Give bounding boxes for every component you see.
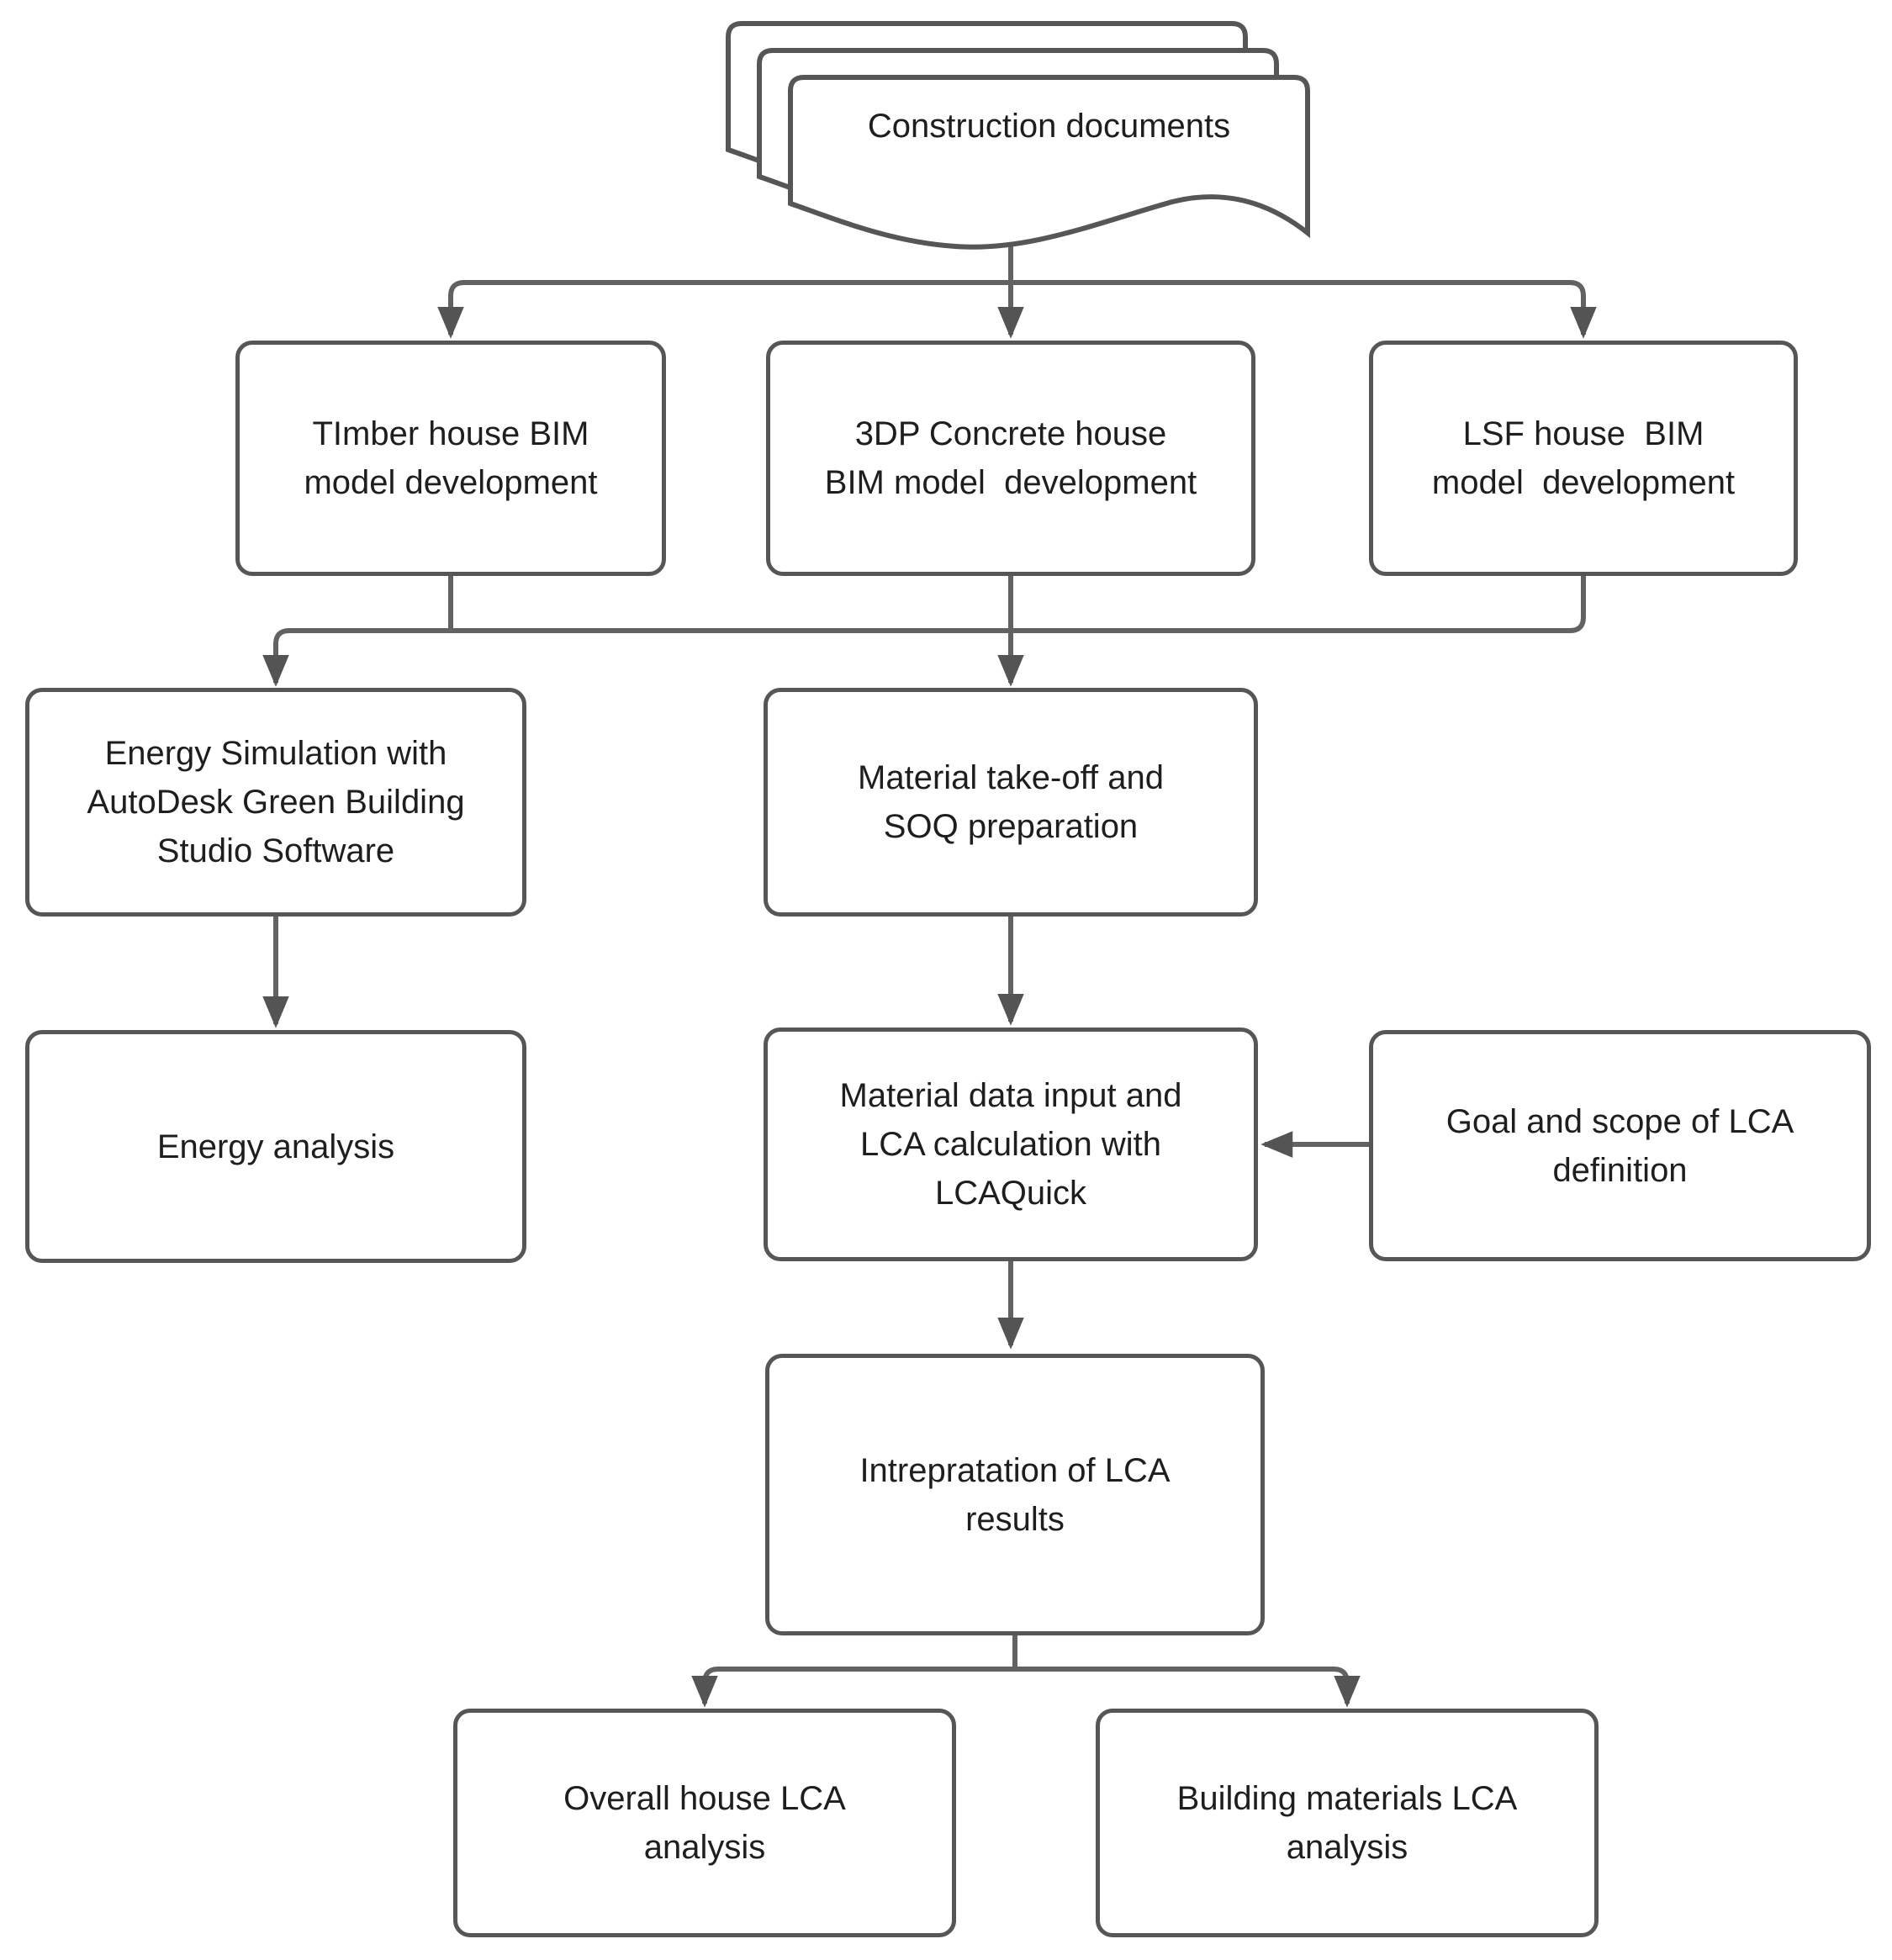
node-label: 3DP Concrete house BIM model development <box>824 415 1197 501</box>
node-construction-documents: Construction documents <box>790 77 1308 174</box>
node-label: Goal and scope of LCA definition <box>1445 1102 1794 1189</box>
node-material-data-input: Material data input and LCA calculation … <box>764 1028 1258 1261</box>
node-label: Overall house LCA analysis <box>563 1780 846 1866</box>
node-energy-analysis: Energy analysis <box>25 1030 526 1263</box>
node-label: Building materials LCA analysis <box>1176 1780 1518 1866</box>
node-label: TImber house BIM model development <box>304 415 598 501</box>
node-energy-simulation: Energy Simulation with AutoDesk Green Bu… <box>25 688 526 917</box>
bus-results-split <box>702 1667 1350 1692</box>
node-label: Energy Simulation with AutoDesk Green Bu… <box>87 735 465 869</box>
node-material-takeoff: Material take-off and SOQ preparation <box>764 688 1258 917</box>
node-label: Construction documents <box>867 107 1231 145</box>
node-materials-lca: Building materials LCA analysis <box>1096 1709 1599 1937</box>
bus-bim-merge <box>273 576 1586 658</box>
node-label: Intrepratation of LCA results <box>859 1451 1171 1538</box>
node-label: Material take-off and SOQ preparation <box>858 759 1164 845</box>
node-goal-scope: Goal and scope of LCA definition <box>1369 1030 1871 1261</box>
node-label: Energy analysis <box>156 1128 395 1165</box>
bus-documents-split <box>448 280 1586 313</box>
node-label: Material data input and LCA calculation … <box>839 1077 1182 1212</box>
node-concrete-bim: 3DP Concrete house BIM model development <box>766 341 1255 576</box>
node-overall-lca: Overall house LCA analysis <box>453 1709 956 1937</box>
node-timber-bim: TImber house BIM model development <box>235 341 666 576</box>
node-lsf-bim: LSF house BIM model development <box>1369 341 1798 576</box>
construction-documents-shape <box>726 21 1310 250</box>
node-label: LSF house BIM model development <box>1431 415 1736 501</box>
node-interpretation: Intrepratation of LCA results <box>765 1354 1265 1635</box>
